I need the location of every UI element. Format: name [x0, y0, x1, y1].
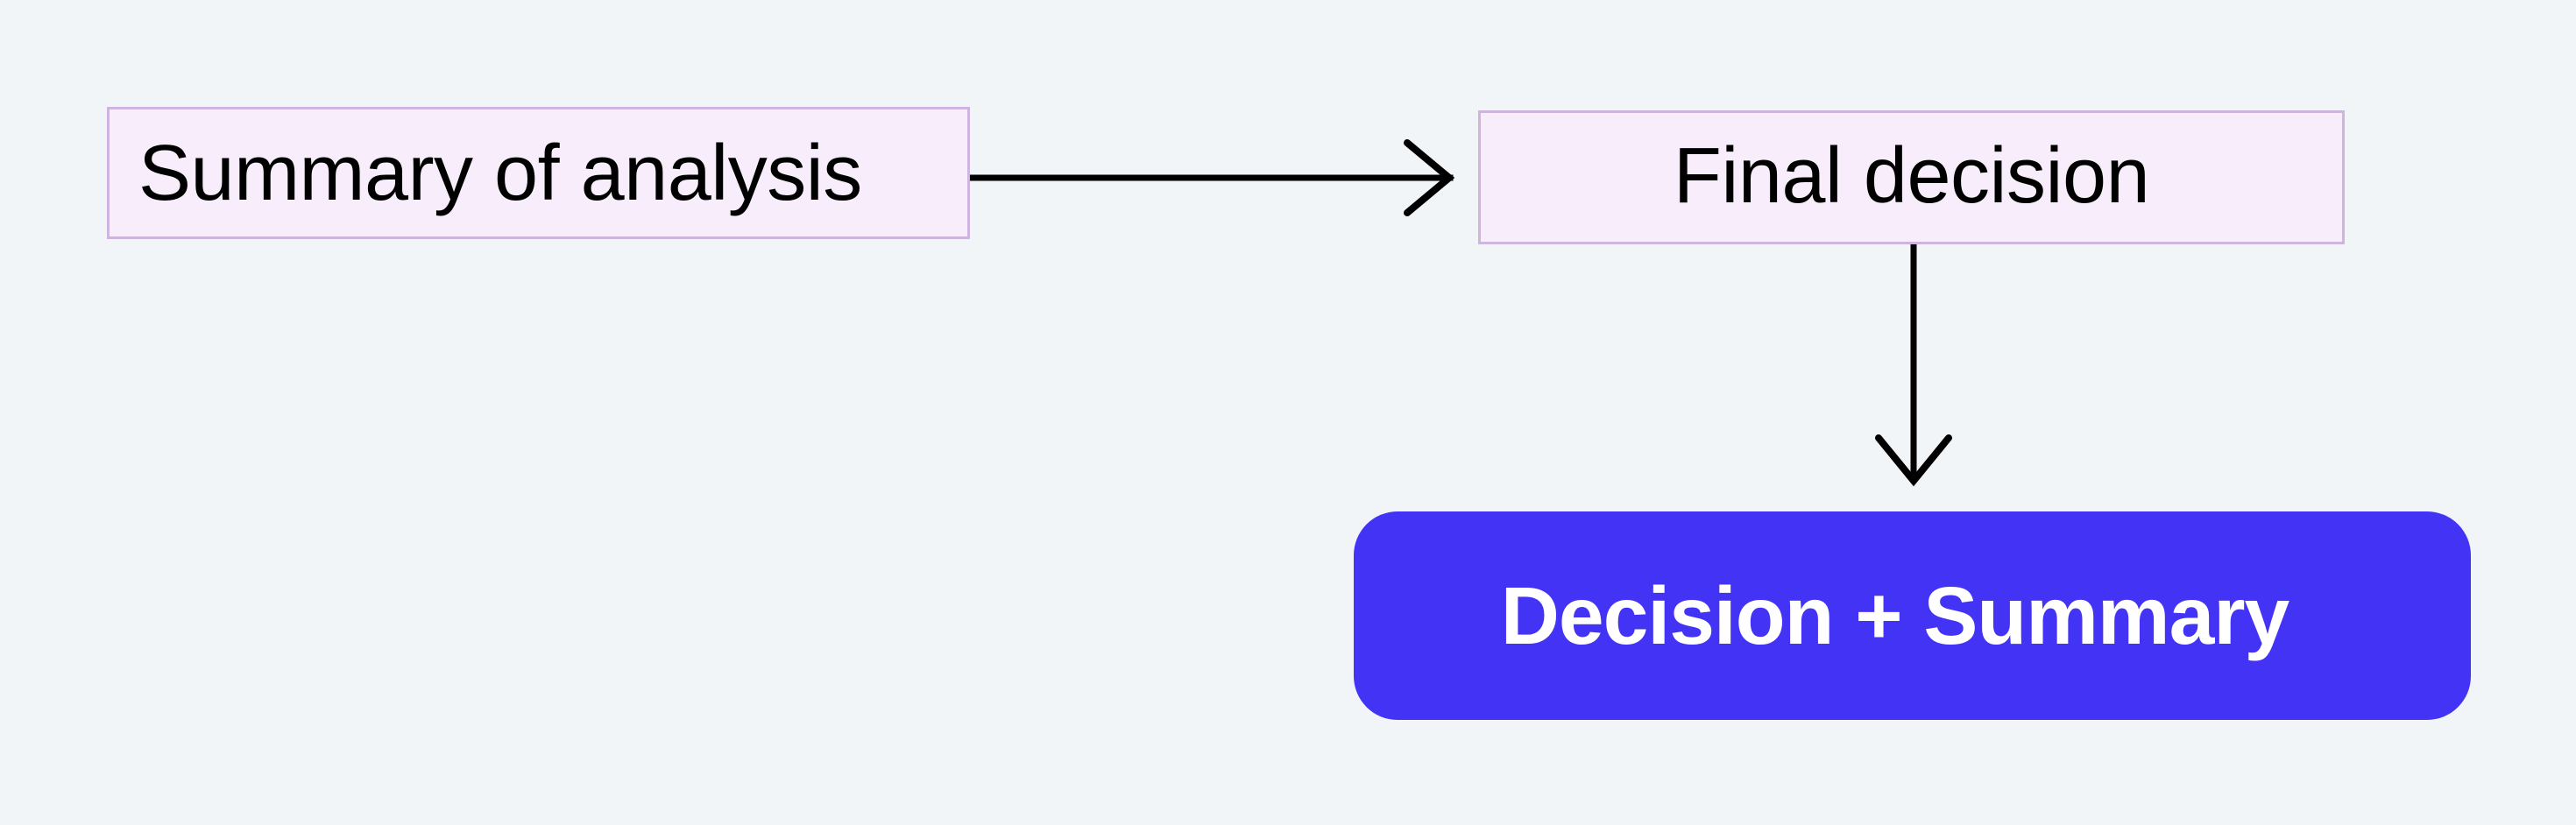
arrowhead-down-icon — [1875, 434, 1952, 487]
node-final-decision-label: Final decision — [1673, 131, 2150, 220]
node-summary-of-analysis[interactable]: Summary of analysis — [107, 107, 970, 239]
node-decision-plus-summary-label: Decision + Summary — [1500, 569, 2289, 661]
node-final-decision[interactable]: Final decision — [1478, 110, 2345, 244]
arrowhead-right-icon — [1404, 139, 1455, 216]
node-summary-of-analysis-label: Summary of analysis — [138, 129, 862, 217]
node-decision-plus-summary[interactable]: Decision + Summary — [1354, 511, 2471, 720]
